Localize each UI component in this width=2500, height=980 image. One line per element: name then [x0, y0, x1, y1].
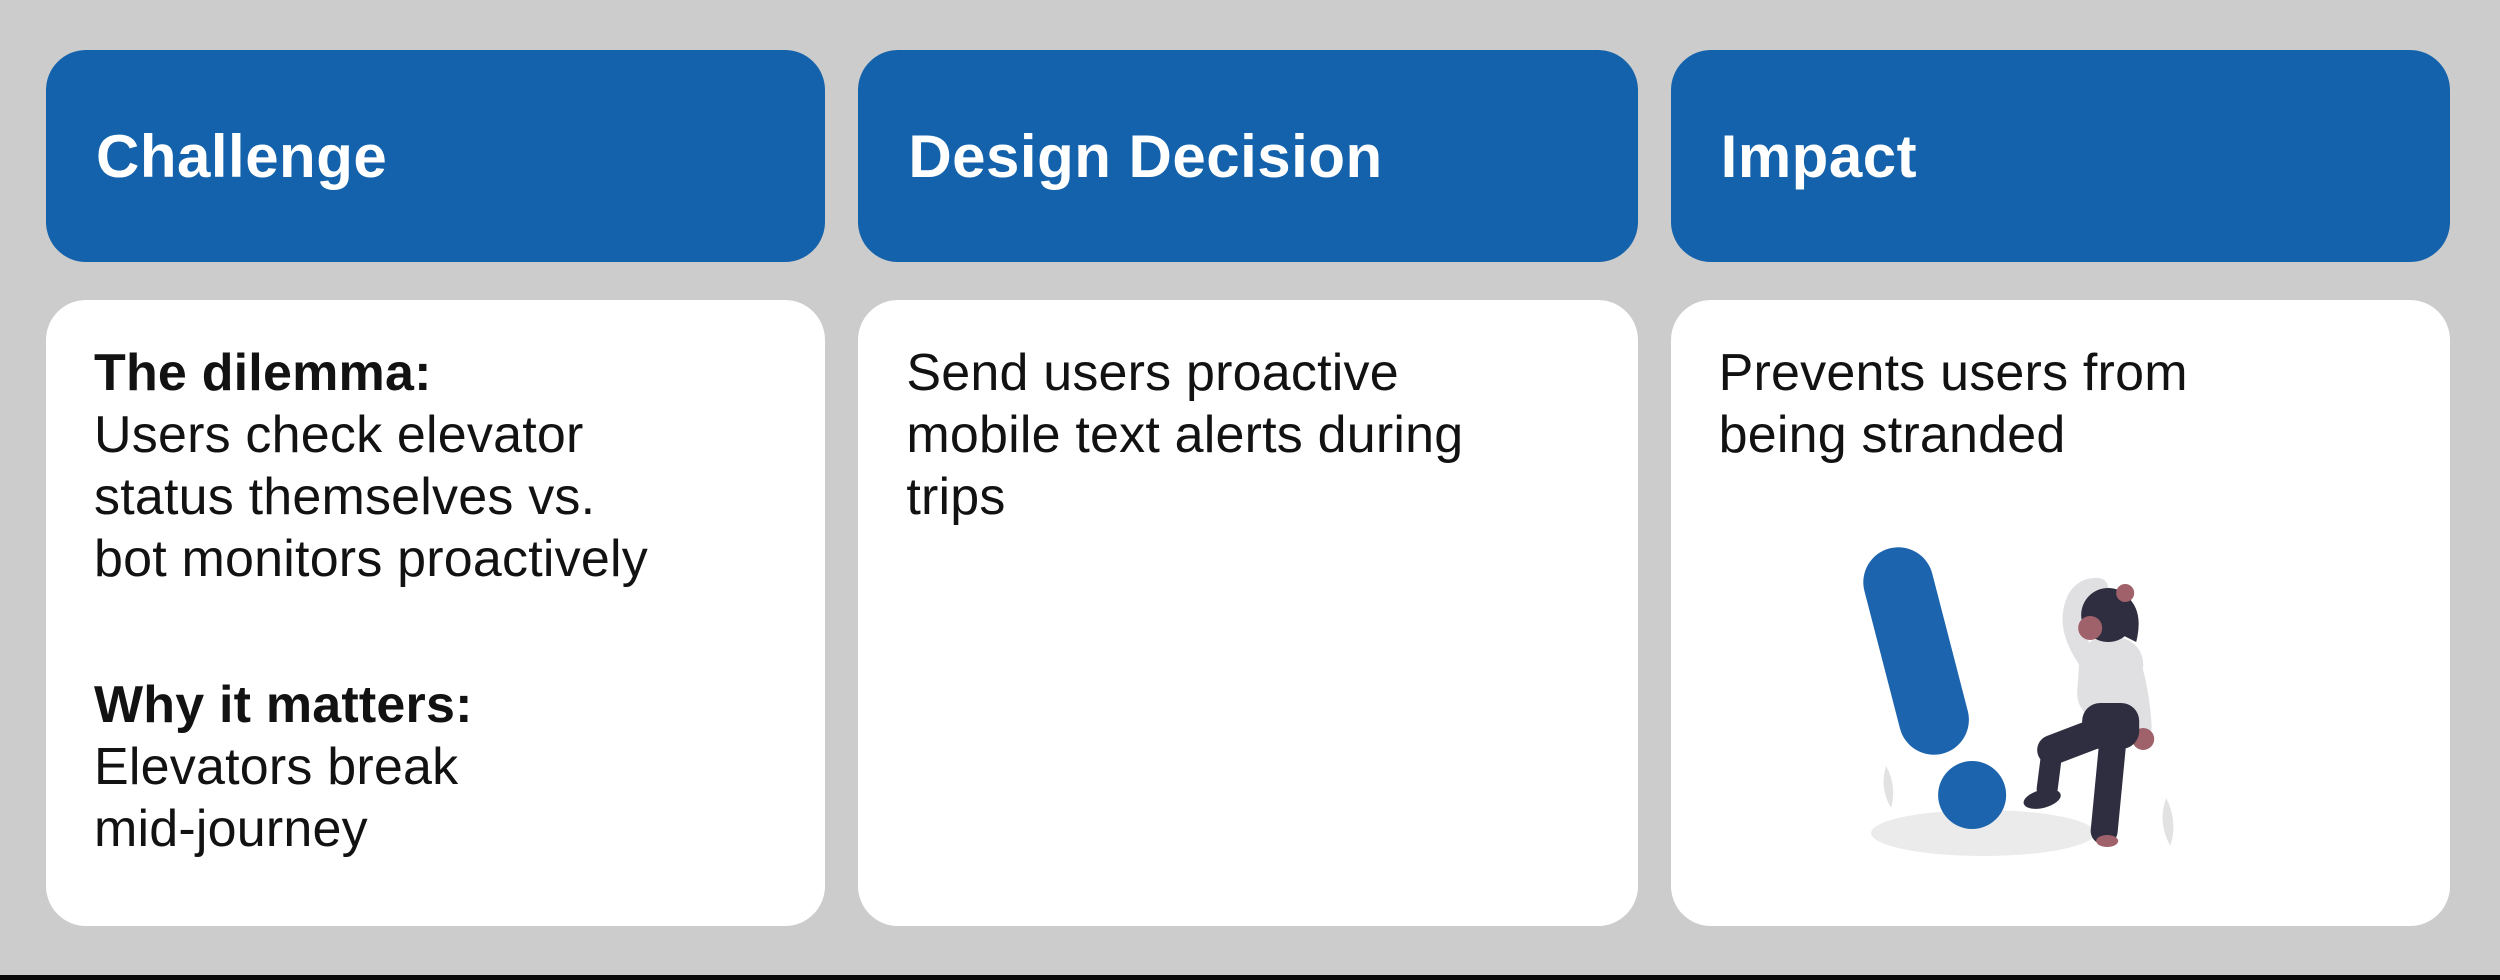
block-title: Why it matters:: [94, 676, 473, 734]
hair-swoop: [2119, 596, 2139, 642]
column-header-impact: Impact: [1670, 50, 2450, 262]
column-header-label: Impact: [1720, 122, 1918, 190]
raised-thigh: [2036, 714, 2122, 765]
raised-shin: [2036, 739, 2063, 800]
ground-mound: [1870, 810, 2095, 856]
block-text: Users check elevator status themselves v…: [94, 406, 648, 588]
card-text: Prevents users from being stranded: [1718, 344, 2188, 464]
why-it-matters-block: Why it matters: Elevators break mid-jour…: [94, 674, 777, 860]
hair: [2080, 588, 2135, 642]
column-header-design-decision: Design Decision: [858, 50, 1638, 262]
face: [2077, 616, 2102, 640]
hair-bun: [2115, 584, 2134, 602]
design-decision-card: Send users proactive mobile text alerts …: [858, 300, 1638, 926]
standing-leg: [2090, 713, 2128, 845]
column-challenge: Challenge The dilemma: Users check eleva…: [46, 50, 826, 980]
column-design-decision: Design Decision Send users proactive mob…: [858, 50, 1638, 980]
column-header-challenge: Challenge: [46, 50, 826, 262]
column-header-label: Design Decision: [908, 122, 1383, 190]
standing-foot: [2095, 835, 2118, 847]
exclamation-mark-icon: [1862, 547, 2006, 829]
grass-blade-left: [1883, 766, 1893, 808]
raised-arm: [2062, 577, 2108, 670]
column-header-label: Challenge: [96, 122, 388, 190]
block-text: Elevators break mid-journey: [94, 738, 459, 858]
hanging-arm: [2121, 653, 2152, 737]
person-figure: [2023, 577, 2154, 847]
exclamation-dot: [1937, 761, 2006, 829]
bottom-border: [0, 975, 2500, 980]
column-impact: Impact Prevents users from being strande…: [1670, 50, 2450, 980]
hand: [2131, 728, 2154, 750]
grass-blade-right: [2162, 798, 2174, 846]
impact-card: Prevents users from being stranded: [1670, 300, 2450, 926]
torso: [2076, 636, 2143, 722]
block-title: The dilemma:: [94, 344, 432, 402]
hips: [2081, 703, 2139, 749]
dilemma-block: The dilemma: Users check elevator status…: [94, 342, 777, 590]
challenge-card: The dilemma: Users check elevator status…: [46, 300, 826, 926]
card-text: Send users proactive mobile text alerts …: [906, 344, 1464, 526]
shoe: [2023, 789, 2061, 809]
exclamation-bar: [1862, 547, 1969, 755]
